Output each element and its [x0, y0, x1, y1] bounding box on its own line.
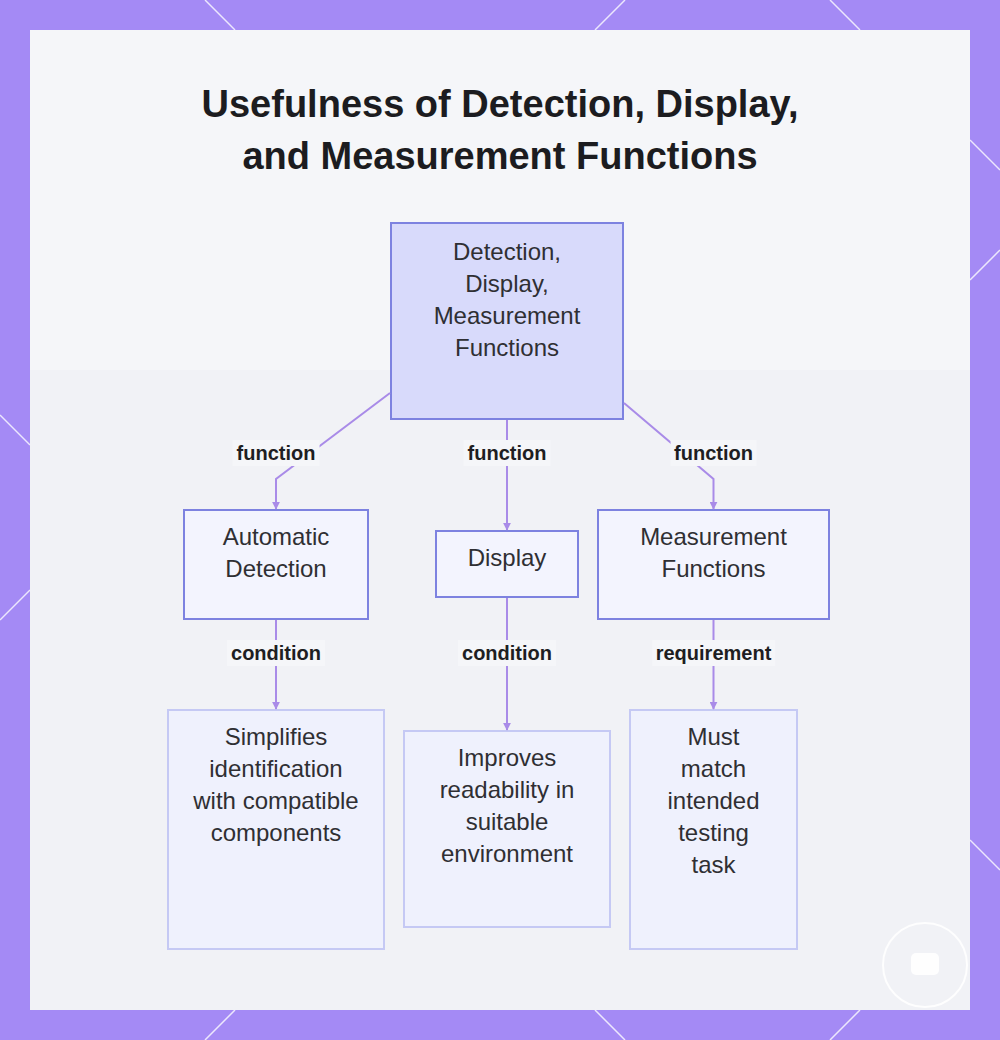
- node-text: Simplifies identification with compatibl…: [192, 721, 360, 849]
- detail-box: Improves readability in suitable environ…: [403, 730, 611, 928]
- node-text: Measurement Functions: [624, 521, 804, 585]
- connector-arrow: [506, 420, 508, 530]
- detail-box: Simplifies identification with compatibl…: [167, 709, 385, 950]
- diagram-title: Usefulness of Detection, Display, and Me…: [180, 78, 820, 182]
- node-text: Improves readability in suitable environ…: [431, 742, 583, 870]
- canvas: [30, 30, 970, 1010]
- logo-mark: [911, 953, 939, 975]
- function-box: Automatic Detection: [183, 509, 369, 620]
- blurred-backdrop: [30, 370, 970, 1010]
- function-box: Display: [435, 530, 579, 598]
- edge-label: function: [670, 440, 757, 466]
- node-text: Display: [442, 542, 572, 574]
- logo-ring: [883, 923, 967, 1007]
- edge-label: condition: [458, 640, 556, 666]
- node-text: Must match intended testing task: [658, 721, 770, 881]
- function-box: Measurement Functions: [597, 509, 830, 620]
- node-text: Automatic Detection: [196, 521, 356, 585]
- node-text: Detection, Display, Measurement Function…: [420, 236, 595, 364]
- edge-label: requirement: [652, 640, 776, 666]
- edge-label: function: [233, 440, 320, 466]
- edge-label: condition: [227, 640, 325, 666]
- detail-box: Must match intended testing task: [629, 709, 798, 950]
- edge-label: function: [464, 440, 551, 466]
- root-box: Detection, Display, Measurement Function…: [390, 222, 624, 420]
